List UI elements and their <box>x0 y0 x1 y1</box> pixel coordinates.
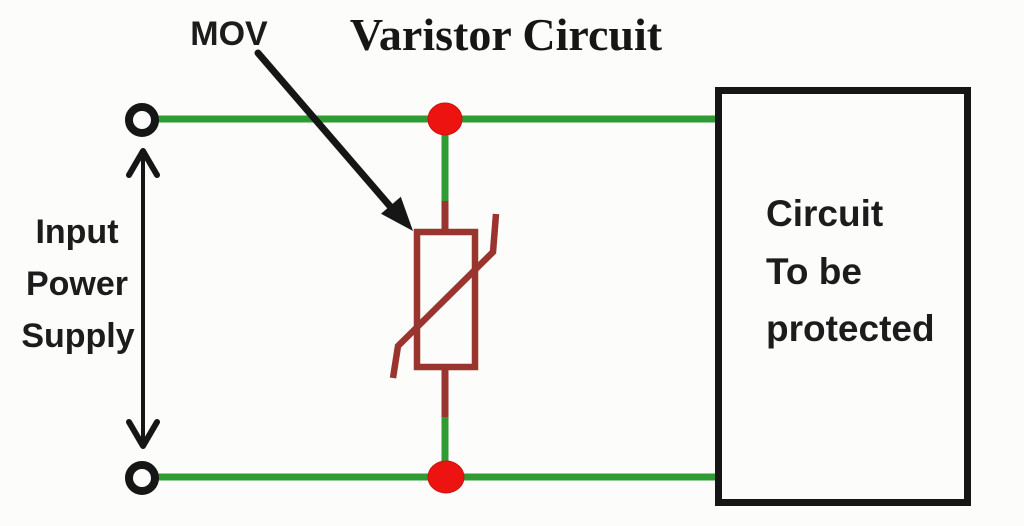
mov-pointer-shaft <box>254 49 399 216</box>
diagram-title: Varistor Circuit <box>350 9 663 60</box>
arrow-down-icon <box>126 419 160 449</box>
input-supply-label-line1: Input <box>35 213 118 251</box>
protected-box-label-line2: To be <box>766 251 862 292</box>
input-supply-label-line2: Power <box>26 265 128 303</box>
protected-box-label-line1: Circuit <box>766 193 883 234</box>
arrow-up-icon <box>126 148 160 178</box>
junction-dot-bottom <box>427 460 465 494</box>
input-terminal-bottom <box>125 461 159 495</box>
input-supply-label-line3: Supply <box>21 317 134 355</box>
protected-circuit-box <box>715 87 971 506</box>
junction-dot-top <box>427 102 463 136</box>
mov-pointer-arrowhead-icon <box>381 196 413 231</box>
varistor-diagonal-stroke <box>389 213 500 379</box>
protected-box-label-line3: protected <box>766 308 935 349</box>
varistor-body <box>413 228 479 371</box>
input-terminal-top <box>125 103 159 137</box>
mov-label: MOV <box>190 15 268 53</box>
